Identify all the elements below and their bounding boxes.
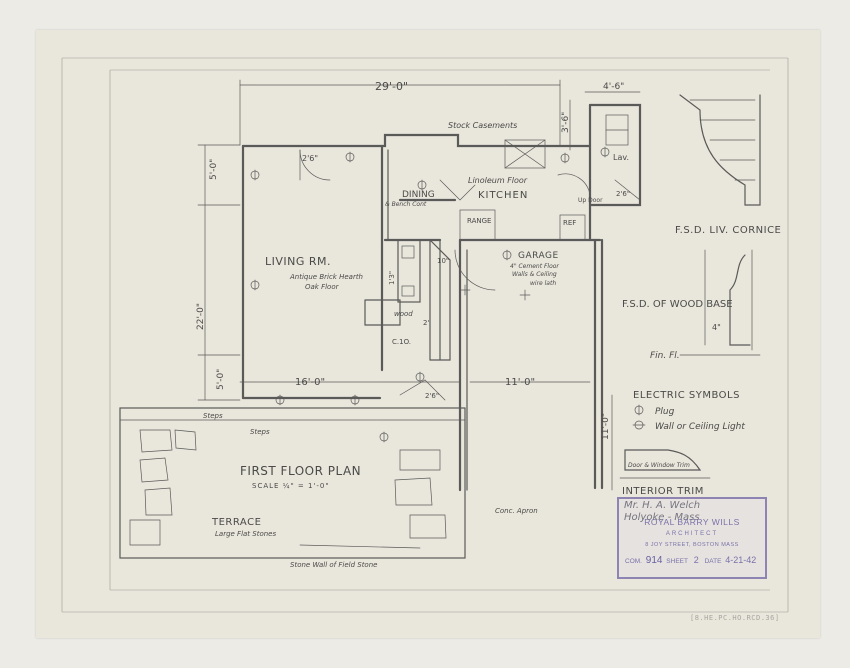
plug-label: Plug [655,407,675,417]
architect-stamp: ROYAL BARRY WILLS ARCHITECT 8 JOY STREET… [617,497,767,579]
up-door-label: Up Door [578,197,603,204]
terrace [119,407,466,559]
base-dim-label: 4" [712,323,721,332]
stone-wall-label: Stone Wall of Field Stone [290,561,377,569]
dim-door-a-label: 2'6" [302,154,318,163]
kitchen-label: KITCHEN [478,190,528,201]
date-label: DATE [704,558,722,565]
linoleum-label: Linoleum Floor [468,176,528,185]
living-room-label: LIVING RM. [265,255,331,268]
architect-address: 8 JOY STREET, BOSTON MASS [645,542,739,548]
lavatory-label: Lav. [613,153,629,162]
fin-fl-label: Fin. Fl. [650,351,680,361]
wood-base-label: F.S.D. OF WOOD BASE [622,299,733,310]
hearth-note-2: Oak Floor [305,283,340,291]
cornice-detail [679,94,761,206]
dining-label: DINING [402,190,435,200]
wood-base-detail [679,249,761,356]
casements-label: Stock Casements [448,121,517,130]
garage-note-3: wire lath [530,280,556,287]
garage-note-1: 4" Cement Floor [510,263,559,270]
dim-door-c-label: 2'6" [425,392,439,400]
architect-name: ROYAL BARRY WILLS [644,517,740,527]
trim-detail [619,449,711,479]
steps-label-1: Steps [250,428,270,436]
door-swings [299,149,641,401]
dim-top-right-label: 4'-6" [603,82,624,92]
plan-scale: SCALE ¼" = 1'-0" [252,482,330,490]
dim-left-upper-label: 5'-0" [209,159,219,180]
door-trim-label: Door & Window Trim [628,462,690,469]
cornice-label: F.S.D. LIV. CORNICE [675,225,781,236]
client-name: Mr. H. A. Welch [624,500,701,511]
fireplace [364,239,451,361]
sheet-label: SHEET [666,558,688,565]
dimension-lines [197,79,641,491]
range-label: RANGE [467,217,491,225]
interior-trim-title: INTERIOR TRIM [622,486,704,497]
electric-symbols-title: ELECTRIC SYMBOLS [633,390,740,401]
apron-label: Conc. Apron [495,507,538,515]
garage-label: GARAGE [518,251,559,261]
dim-right-upper-label: 3'-6" [561,112,571,133]
accession-number: [8.HE.PC.HO.RCD.36] [690,614,780,622]
plan-title: FIRST FLOOR PLAN [240,464,361,478]
dim-misc-a-label: 1'3" [388,271,396,285]
drawing-date: 4-21-42 [725,555,757,565]
electric-symbols [250,146,610,443]
wood-label: wood [394,310,413,318]
dim-door-b-label: 2'6" [616,190,630,198]
border-lines [61,57,789,613]
dim-misc-c-label: 10" [437,257,449,265]
dim-garage-width-label: 11'-0" [505,377,535,388]
symbol-legend [632,404,646,430]
dim-misc-b-label: 2' [423,319,429,327]
walls [241,103,642,492]
dining-note: & Bench Cont [385,201,427,208]
kitchen-fixtures [459,114,629,241]
terrace-label: TERRACE [211,517,261,528]
hearth-note-1: Antique Brick Hearth [289,273,363,281]
dim-living-width-label: 16'-0" [295,377,325,388]
architect-role: ARCHITECT [665,531,719,537]
wall-light-label: Wall or Ceiling Light [655,422,745,432]
dim-left-lower-label: 5'-0" [216,369,226,390]
commission-number: 914 [645,555,663,566]
terrace-note: Large Flat Stones [215,530,276,538]
drawing-sheet [36,30,820,638]
commission-label: COM. [625,558,642,565]
refrigerator-label: REF [563,219,576,227]
client-location: Holyoke - Mass [624,512,700,523]
steps-label-2: Steps [203,412,223,420]
dim-garage-depth-label: 11'-0" [601,413,611,440]
overall-width-label: 29'-0" [375,80,408,93]
dim-left-mid-label: 22'-0" [196,303,206,330]
closet-label: C.1O. [392,338,411,346]
stamp-info-row: COM. 914 SHEET 2 DATE 4-21-42 [625,555,759,566]
garage-note-2: Walls & Ceiling [512,271,557,278]
sheet-number: 2 [693,555,699,565]
